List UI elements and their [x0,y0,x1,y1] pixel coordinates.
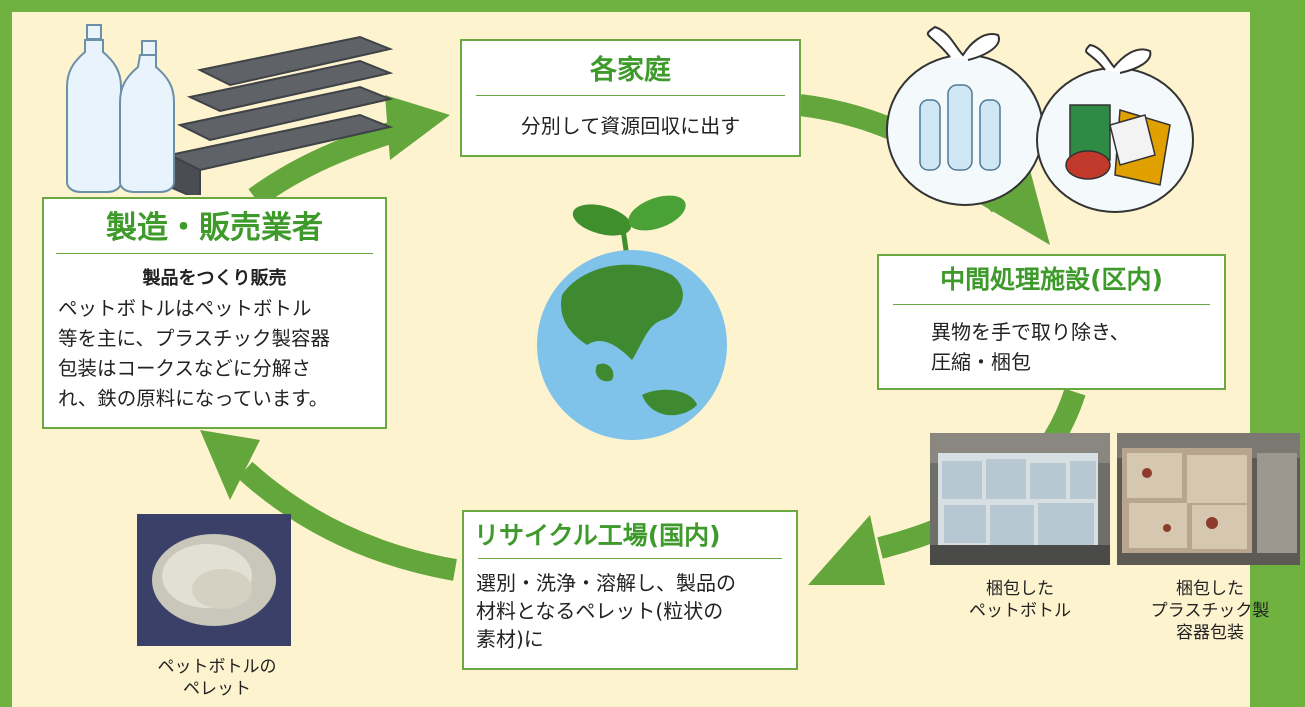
desc-line: 選別・洗浄・溶解し、製品の [476,571,736,595]
arrowhead-to-maker [200,430,260,500]
title-divider [56,253,373,254]
bale-pet-caption: 梱包した ペットボトル [969,579,1071,621]
desc-line: 材料となるペレット(粒状の [476,599,724,623]
desc-line: 包装はコークスなどに分解さ [58,357,311,380]
manufacturer-title: 製造・販売業者 [106,210,323,246]
globe-sprout-icon [537,195,727,440]
pellet-photo-icon [137,514,291,646]
bale-photo-icon [1117,433,1300,565]
pellet-caption: ペットボトルの ペレット [157,657,277,699]
manufacturer-box: 製造・販売業者 製品をつくり販売 ペットボトルはペットボトル 等を主に、プラスチ… [42,197,387,429]
intermediate-facility-box: 中間処理施設(区内) 異物を手で取り除き、 圧縮・梱包 [877,254,1226,390]
desc-line: 異物を手で取り除き、 [931,320,1130,344]
right-green-strip [1250,12,1305,707]
bale-plastic-caption: 梱包した プラスチック製 容器包装 [1150,579,1270,643]
desc-line: れ、鉄の原料になっています。 [58,387,329,410]
arrowhead-to-home [385,95,450,160]
title-divider [478,558,782,559]
bottles-and-steel-icon [66,24,394,195]
bale-photo-icon [930,433,1110,565]
desc-line: 素材)に [476,627,544,651]
arrow-maker-to-home [248,119,404,207]
recycling-plant-box: リサイクル工場(国内) 選別・洗浄・溶解し、製品の 材料となるペレット(粒状の … [462,510,798,670]
household-box: 各家庭 分別して資源回収に出す [460,39,801,157]
garbage-bags-icon [886,25,1194,213]
desc-line: 圧縮・梱包 [931,350,1031,374]
recycling-desc: 選別・洗浄・溶解し、製品の 材料となるペレット(粒状の 素材)に [464,569,796,653]
manufacturer-desc: ペットボトルはペットボトル 等を主に、プラスチック製容器 包装はコークスなどに分… [44,294,385,414]
facility-desc: 異物を手で取り除き、 圧縮・梱包 [879,317,1224,377]
desc-line: ペットボトルはペットボトル [58,297,312,320]
facility-title: 中間処理施設(区内) [940,265,1163,294]
household-title: 各家庭 [590,55,671,86]
arrowhead-to-recycle [808,515,885,585]
desc-line: 等を主に、プラスチック製容器 [58,327,331,350]
title-divider [893,304,1210,305]
title-divider [476,95,785,96]
arrow-recycle-to-maker [237,461,457,581]
recycling-title: リサイクル工場(国内) [474,521,721,550]
manufacturer-subtitle: 製品をつくり販売 [142,268,287,289]
household-desc: 分別して資源回収に出す [520,114,741,138]
